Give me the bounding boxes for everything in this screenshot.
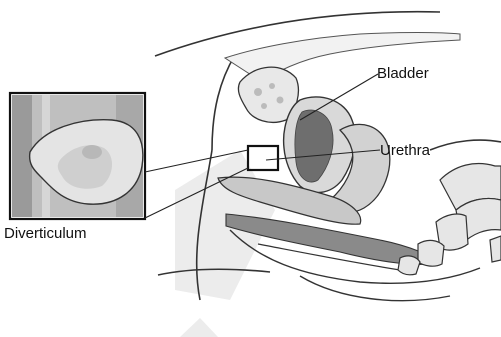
zoom-box [248, 146, 278, 170]
inset-panel [10, 93, 145, 219]
spine [398, 164, 501, 275]
urethra-label: Urethra [380, 143, 430, 158]
diverticulum-label: Diverticulum [4, 226, 87, 241]
bladder-label: Bladder [377, 66, 429, 81]
spine-outline [430, 140, 501, 150]
bladder [284, 97, 356, 193]
